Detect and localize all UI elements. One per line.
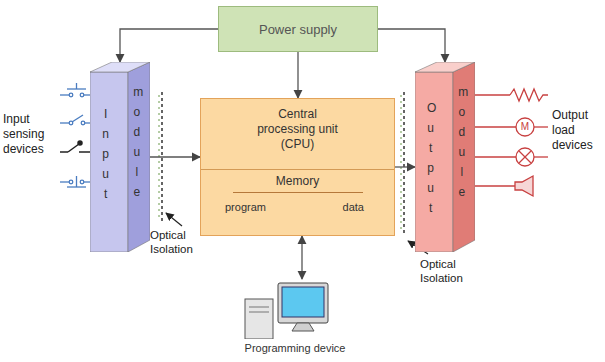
computer-icon <box>230 279 360 339</box>
memory-part: data <box>343 200 364 214</box>
motor-letter: M <box>519 120 531 134</box>
connector-arrow <box>395 166 415 167</box>
connector-arrow <box>378 29 445 62</box>
isolation-barrier <box>401 95 402 233</box>
module-label: Output <box>427 98 434 218</box>
pushbutton-symbol <box>60 83 90 97</box>
isolation-label: Optical Isolation <box>150 228 212 256</box>
switch-symbol <box>60 115 90 125</box>
cpu-box: Central processing unit (CPU) Memory progr… <box>200 98 395 236</box>
lamp-symbol <box>475 148 548 166</box>
isolation-barrier <box>403 92 405 236</box>
connector-arrow <box>150 156 200 157</box>
module-label: module <box>133 82 140 202</box>
box-title: Power supply <box>259 22 337 37</box>
resistor-symbol <box>475 89 548 101</box>
input-module: Input module <box>90 62 150 252</box>
memory-section: Memory program data <box>201 169 394 233</box>
programming-device: Programming device <box>230 279 360 357</box>
connector-arrow <box>301 236 302 279</box>
device-group-label: Input sensing devices <box>3 112 57 157</box>
module-housing <box>415 62 475 252</box>
device-group-label: Output load devices <box>552 108 602 153</box>
connector-arrow <box>297 52 298 98</box>
module-label: module <box>458 82 465 202</box>
horn-symbol <box>475 176 533 196</box>
memory-part: program <box>225 200 266 214</box>
key-switch-symbol <box>60 141 90 152</box>
pushbutton-symbol <box>60 176 90 187</box>
power-supply-box: Power supply <box>218 6 378 52</box>
device-label: Programming device <box>245 342 346 355</box>
module-label: Input <box>102 104 109 204</box>
connector-arrow <box>120 29 218 62</box>
output-module: Output module <box>415 62 475 252</box>
section-title: Memory <box>233 174 363 193</box>
box-title: Central processing unit (CPU) <box>252 107 344 152</box>
isolation-label: Optical Isolation <box>420 257 482 285</box>
leader-line <box>166 213 182 226</box>
motor-symbol <box>475 118 548 136</box>
module-housing <box>90 62 150 252</box>
